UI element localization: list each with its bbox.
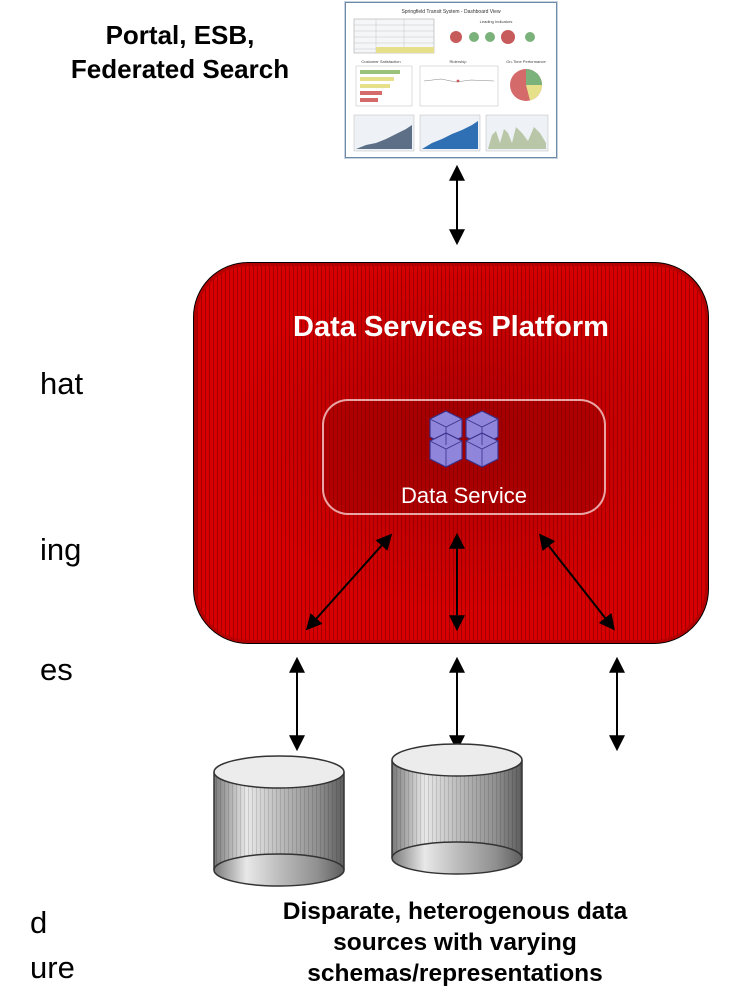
- arrow-service-left: [305, 533, 393, 631]
- data-service-label: Data Service: [401, 483, 527, 508]
- panel-title-leading-indicators: Leading Indicators: [480, 19, 513, 24]
- portal-title: Portal, ESB, Federated Search: [20, 18, 340, 86]
- data-service-cubes-icon: [429, 410, 499, 468]
- left-text-fragment-5: ure: [30, 950, 75, 985]
- left-text-fragment-4: d: [30, 905, 48, 940]
- sources-caption-line-2: sources with varying: [333, 929, 577, 956]
- data-service-box: Data Service: [322, 399, 606, 515]
- dashboard-thumbnail-graphic: Springfield Transit System - Dashboard V…: [353, 9, 549, 152]
- panel-title-customer-satisfaction: Customer Satisfaction: [361, 59, 400, 64]
- data-sources-caption: Disparate, heterogenous data sources wit…: [170, 896, 736, 989]
- data-services-platform: Data Services Platform Data Service: [193, 262, 709, 644]
- panel-title-on-time: On-Time Performance: [506, 59, 546, 64]
- database-cylinder-2: [391, 743, 523, 875]
- portal-title-line-2: Federated Search: [70, 54, 290, 84]
- left-text-fragment-1: hat: [40, 366, 84, 401]
- database-cylinder-1: [213, 755, 345, 887]
- panel-title-ridership: Ridership: [450, 59, 468, 64]
- left-text-fragment-2: ing: [40, 532, 82, 567]
- left-text-fragment-3: es: [40, 652, 73, 687]
- arrow-service-right: [539, 533, 615, 631]
- portal-title-line-1: Portal, ESB,: [105, 20, 255, 50]
- sources-caption-line-3: schemas/representations: [307, 960, 603, 987]
- platform-title: Data Services Platform: [293, 311, 609, 343]
- dashboard-caption: Springfield Transit System - Dashboard V…: [401, 9, 501, 15]
- sources-caption-line-1: Disparate, heterogenous data: [282, 898, 628, 925]
- dashboard-thumbnail: Springfield Transit System - Dashboard V…: [345, 2, 557, 158]
